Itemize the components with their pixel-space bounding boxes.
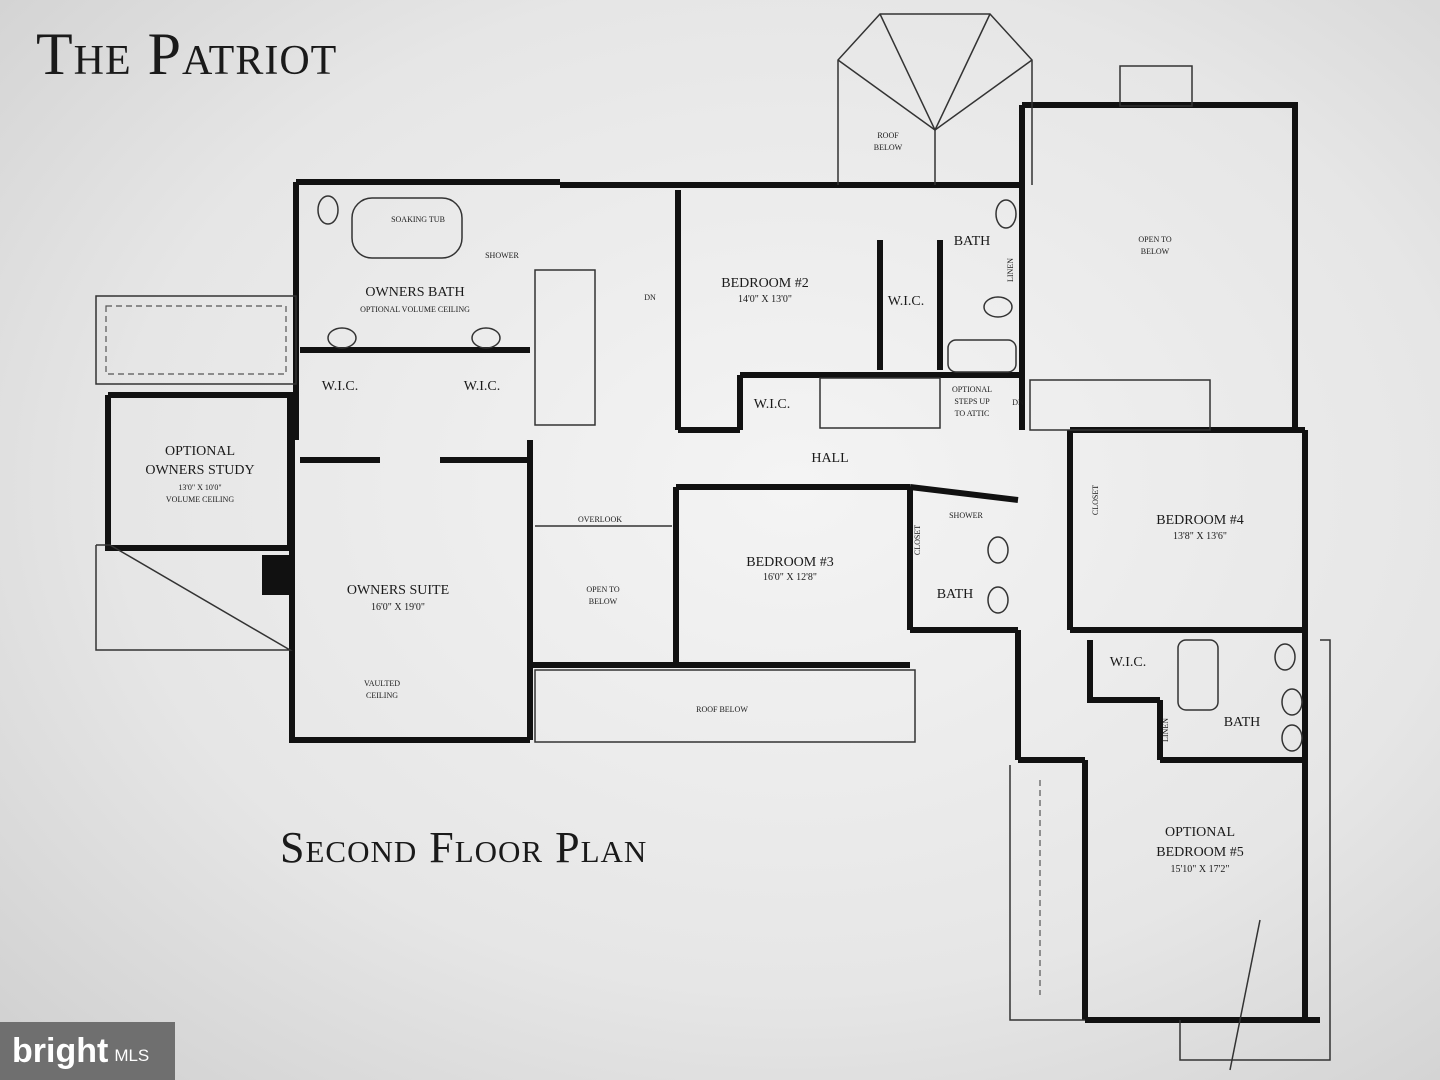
owners-suite-label: OWNERS SUITE (347, 583, 449, 598)
open-below-2b: BELOW (1141, 247, 1170, 256)
open-below-2a: OPEN TO (1138, 235, 1171, 244)
bedroom3-label: BEDROOM #3 (746, 555, 834, 570)
linen-label-1: LINEN (1161, 718, 1170, 742)
bedroom5-label-1: OPTIONAL (1165, 825, 1235, 840)
study-wing (95, 295, 297, 651)
roof-below-2: ROOF BELOW (696, 705, 748, 714)
hall-label: HALL (811, 451, 848, 466)
plan-title: The Patriot (36, 21, 338, 87)
bedroom4-dim: 13'8" X 13'6" (1173, 531, 1227, 542)
down-label-1: DN (644, 293, 656, 302)
roof-below-1b: BELOW (874, 143, 903, 152)
stairs (534, 269, 1211, 743)
open-below-1b: BELOW (589, 597, 618, 606)
wic-label-3: W.I.C. (888, 294, 924, 309)
brand-suffix: MLS (114, 1046, 150, 1065)
bath3-label: BATH (937, 587, 974, 602)
bedroom5-wing (1009, 639, 1331, 1071)
shower-label: SHOWER (485, 251, 519, 260)
bath4-label: BATH (1224, 715, 1261, 730)
bedroom5-label-2: BEDROOM #5 (1156, 845, 1244, 860)
open-below-1a: OPEN TO (586, 585, 619, 594)
bay-roof (837, 13, 1193, 185)
study-label-1: OPTIONAL (165, 444, 235, 459)
study-dim: 13'0" X 10'0" (178, 483, 221, 492)
closet-label-1: CLOSET (913, 525, 922, 555)
soaking-tub-label: SOAKING TUB (391, 215, 445, 224)
down-label-2: DN (1012, 398, 1024, 407)
bedroom2-label: BEDROOM #2 (721, 276, 809, 291)
study-note: VOLUME CEILING (166, 495, 234, 504)
shower-label-2: SHOWER (949, 511, 983, 520)
wic-label-4: W.I.C. (754, 397, 790, 412)
bedroom3-dim: 16'0" X 12'8" (763, 572, 817, 583)
fixtures (317, 195, 1303, 752)
wic-label-5: W.I.C. (1110, 655, 1146, 670)
wic-label-1: W.I.C. (322, 379, 358, 394)
wic-label-2: W.I.C. (464, 379, 500, 394)
bedroom5-dim: 15'10" X 17'2" (1171, 864, 1230, 875)
owners-suite-dim: 16'0" X 19'0" (371, 602, 425, 613)
attic-note-1: OPTIONAL (952, 385, 992, 394)
owners-bath-note: OPTIONAL VOLUME CEILING (360, 305, 470, 314)
floor-plan-subtitle: Second Floor Plan (280, 823, 648, 872)
linen-label-2: LINEN (1006, 258, 1015, 282)
owners-bath-label: OWNERS BATH (365, 285, 464, 300)
roof-below-1a: ROOF (877, 131, 899, 140)
attic-note-3: TO ATTIC (955, 409, 990, 418)
bedroom4-label: BEDROOM #4 (1156, 513, 1244, 528)
brand-logo: bright (12, 1031, 109, 1070)
closet-label-2: CLOSET (1091, 485, 1100, 515)
attic-note-2: STEPS UP (954, 397, 990, 406)
vaulted-note-2: CEILING (366, 691, 398, 700)
mls-watermark: bright MLS (0, 1022, 175, 1080)
overlook-label: OVERLOOK (578, 515, 622, 524)
bath2-label: BATH (954, 234, 991, 249)
vaulted-note-1: VAULTED (364, 679, 400, 688)
study-label-2: OWNERS STUDY (145, 463, 254, 478)
bedroom2-dim: 14'0" X 13'0" (738, 294, 792, 305)
